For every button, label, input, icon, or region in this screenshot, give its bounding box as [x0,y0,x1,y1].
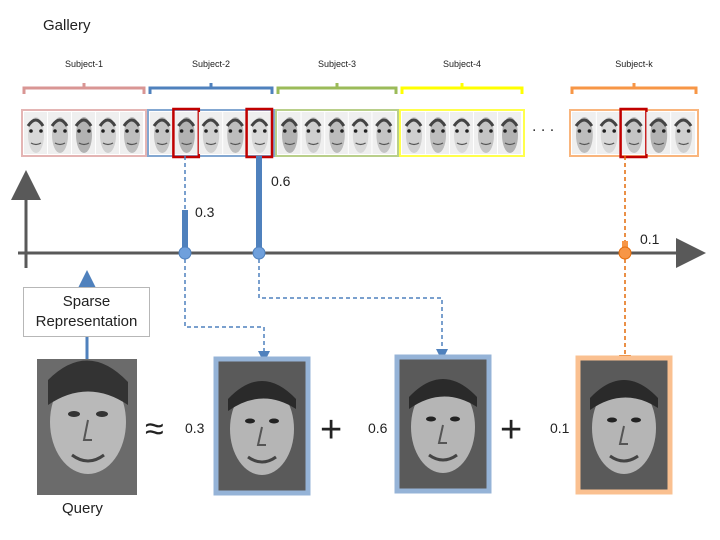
subject-label: Subject-4 [443,59,481,69]
term1-coef: 0.3 [185,420,205,436]
term-face-images [213,354,673,496]
selected-face-highlight [172,107,201,159]
term-face-image [575,355,673,495]
gallery-face-thumbnail [498,112,521,154]
gallery-face-thumbnail [198,112,223,154]
gallery-face-thumbnail [301,112,325,154]
coef-bar-0.6 [256,156,262,253]
gallery-face-thumbnail [474,112,497,154]
gallery-ellipsis: . . . [532,118,554,135]
coef-dot-0.6 [252,246,266,260]
subject-label: Subject-3 [318,59,356,69]
gallery-face-thumbnail [120,112,143,154]
gallery-face-thumbnail [450,112,473,154]
gallery-face-thumbnail [646,112,671,154]
subject-group-frame [399,109,525,157]
gallery-face-thumbnail [150,112,174,154]
gallery-face-thumbnail [671,112,695,154]
term-face-image [213,356,311,496]
subject-label: Subject-1 [65,59,103,69]
subject-brackets [22,83,698,94]
sparse-representation-box: Sparse Representation [23,287,150,337]
plus-symbol-2: + [500,409,522,451]
selected-face-highlight [619,107,648,159]
coef-label-0.3: 0.3 [195,204,215,220]
query-face-image [37,359,137,495]
gallery-face-thumbnail [96,112,119,154]
gallery-face-thumbnail [247,112,271,154]
approx-symbol: ≈ [145,410,164,448]
subject-bracket [400,83,524,94]
dashed-route-term1 [184,259,270,363]
subject-labels: Subject-1 Subject-2 Subject-3 Subject-4 Subj… [65,59,653,69]
gallery-face-thumbnail [72,112,95,154]
subject-label: Subject-k [615,59,653,69]
plus-symbol-1: + [320,409,342,451]
term2-coef: 0.6 [368,420,388,436]
term-face-image [394,354,492,494]
term3-coef: 0.1 [550,420,570,436]
subject-bracket [570,83,698,94]
coef-dot-0.3 [178,246,192,260]
gallery-face-thumbnail [572,112,596,154]
gallery-face-thumbnail [372,112,395,154]
subject-bracket [22,83,146,94]
gallery-face-thumbnail [348,112,372,154]
coef-bar-0.3 [182,210,188,253]
query-label: Query [62,500,103,517]
gallery-face-thumbnail [24,112,47,154]
dashed-route-term2 [258,259,448,361]
gallery-face-thumbnail [325,112,348,154]
gallery-face-thumbnail [174,112,198,154]
gallery-face-thumbnail [223,112,247,154]
gallery-face-strip [21,107,699,159]
subject-label: Subject-2 [192,59,230,69]
subject-group-frame [147,109,275,157]
gallery-face-thumbnail [426,112,449,154]
gallery-face-thumbnail [278,112,301,154]
subject-bracket [276,83,398,94]
gallery-face-thumbnail [621,112,646,154]
coef-label-0.6: 0.6 [271,173,291,189]
gallery-title: Gallery [43,17,91,34]
coef-label-0.1: 0.1 [640,231,660,247]
gallery-face-thumbnail [596,112,621,154]
gallery-face-thumbnail [402,112,425,154]
subject-group-frame [21,109,147,157]
coef-dot-0.1 [618,246,632,260]
gallery-face-thumbnail [48,112,71,154]
subject-bracket [148,83,274,94]
subject-group-frame [275,109,399,157]
